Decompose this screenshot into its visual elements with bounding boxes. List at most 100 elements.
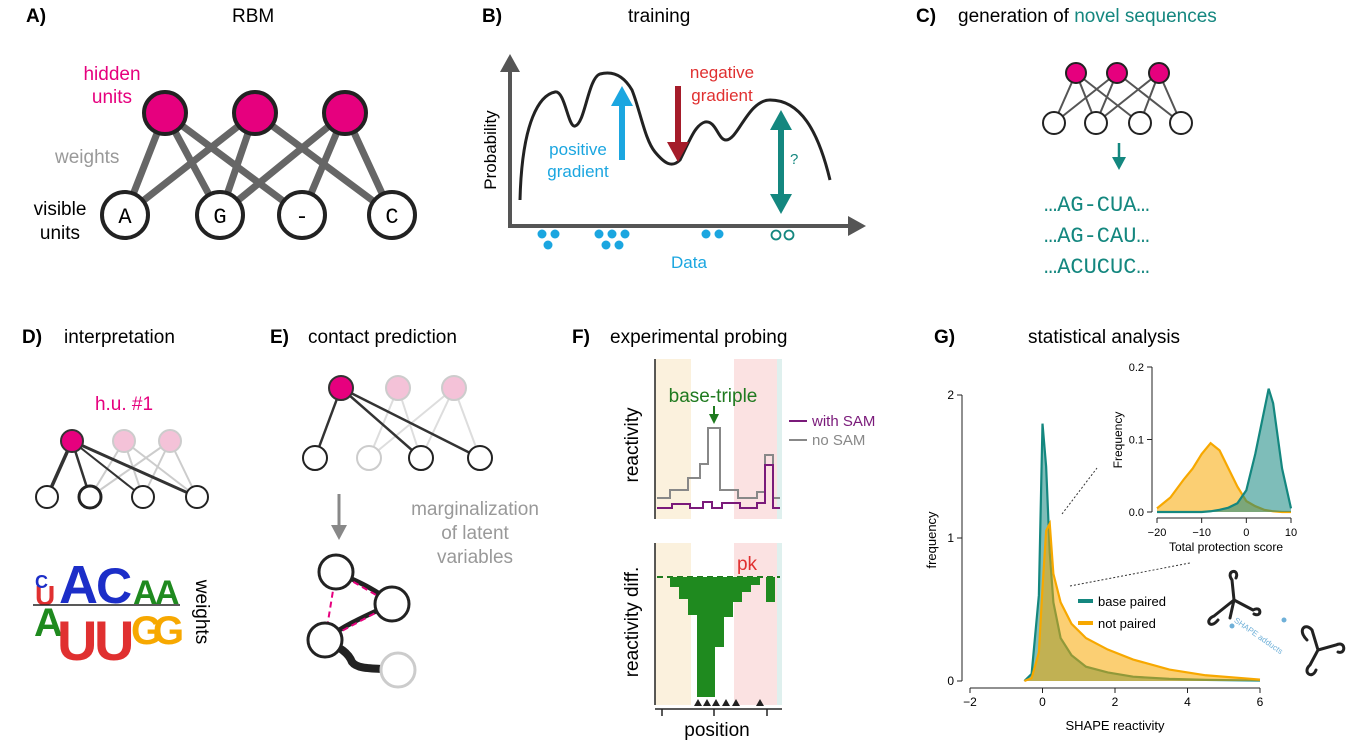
inset-ylabel: Frequency — [1111, 412, 1125, 469]
series-line — [1157, 388, 1293, 514]
panel-g-title: statistical analysis — [1028, 327, 1180, 348]
hidden-units-label: hidden — [83, 64, 140, 85]
b-x-label: Data — [671, 253, 707, 272]
visible-unit — [1128, 111, 1152, 135]
panel-b-title: training — [628, 6, 690, 27]
visible-unit-letter: C — [385, 205, 398, 230]
panel-e-letter: E) — [270, 327, 289, 348]
x-tick-label: 0 — [1243, 527, 1249, 539]
panel-f: F) experimental probing reactivity base-… — [572, 327, 875, 741]
visible-unit-letter: G — [213, 205, 226, 230]
visible-unit — [408, 445, 434, 471]
visible-unit — [302, 445, 328, 471]
visible-unit-letter: - — [295, 205, 308, 230]
visible-unit — [1169, 111, 1193, 135]
panel-g-letter: G) — [934, 327, 955, 348]
hidden-unit — [1148, 62, 1170, 84]
region-shade — [655, 359, 691, 519]
visible-unit — [467, 445, 493, 471]
svg-text:U: U — [35, 580, 55, 611]
uncertain-arrowhead-down — [770, 194, 792, 214]
panel-a-title: RBM — [232, 6, 274, 27]
generated-sequence: …AG-CUA… — [1044, 193, 1150, 218]
question-mark: ? — [790, 151, 798, 168]
svg-text:A: A — [133, 574, 158, 612]
hidden-unit-faded — [158, 429, 182, 453]
positive-gradient-label: positive — [549, 140, 607, 159]
f-bottom-ylabel: reactivity diff. — [622, 567, 643, 678]
legend-paired: base paired — [1098, 594, 1166, 609]
hidden-units-label: units — [92, 87, 132, 108]
visible-unit — [195, 190, 245, 240]
inset-connector — [1069, 562, 1191, 587]
panel-a-letter: A) — [26, 6, 46, 27]
panel-d-title: interpretation — [64, 327, 175, 348]
panel-d: D) interpretation h.u. #1 U C A A U C U — [22, 327, 212, 672]
panel-a: A) RBM A G - C hidden units weights visi… — [26, 6, 417, 244]
hidden-unit-faded — [112, 429, 136, 453]
main-ylabel: frequency — [924, 511, 939, 569]
base-triple-arrowhead — [709, 414, 719, 424]
positive-gradient-label: gradient — [547, 162, 609, 181]
panel-c: C) generation of novel sequences …AG-CUA… — [916, 6, 1217, 280]
panel-b-letter: B) — [482, 6, 502, 27]
visible-unit — [100, 190, 150, 240]
residue-node — [317, 553, 355, 591]
marginalization-label: variables — [437, 547, 513, 568]
region-shade — [655, 543, 691, 705]
rna-structure-icon — [1300, 625, 1346, 677]
negative-gradient-arrowhead — [667, 142, 689, 162]
hidden-unit-1-label: h.u. #1 — [95, 394, 153, 415]
b-x-arrowhead — [848, 216, 866, 236]
panel-f-letter: F) — [572, 327, 590, 348]
x-tick-label: 10 — [1285, 527, 1297, 539]
legend-with-sam: with SAM — [811, 413, 875, 430]
marginalization-label: of latent — [441, 523, 509, 544]
probability-curve — [518, 71, 832, 201]
weights-label: weights — [191, 579, 212, 644]
pk-label: pk — [737, 554, 758, 575]
shape-adducts-label: SHAPE adducts — [1232, 616, 1284, 656]
panel-f-title: experimental probing — [610, 327, 787, 348]
residue-node-faded — [379, 651, 417, 689]
residue-node — [373, 585, 411, 623]
generated-sequence: …ACUCUC… — [1044, 255, 1150, 280]
negative-gradient-label: negative — [690, 63, 754, 82]
main-histogram — [1023, 423, 1261, 683]
f-xlabel: position — [684, 720, 750, 741]
visible-unit — [77, 484, 103, 510]
svg-text:A: A — [34, 601, 63, 645]
series-area — [1157, 443, 1291, 512]
panel-e: E) contact prediction marginalization of… — [270, 327, 539, 689]
svg-text:C: C — [35, 572, 48, 592]
inset-connector — [1061, 467, 1098, 515]
visible-unit — [1042, 111, 1066, 135]
y-tick-label: 1 — [947, 531, 954, 545]
visible-unit — [277, 190, 327, 240]
visible-unit — [367, 190, 417, 240]
generated-sequence: …AG-CAU… — [1044, 224, 1150, 249]
uncertain-arrowhead-up — [770, 110, 792, 130]
svg-text:G: G — [131, 609, 162, 653]
y-tick-label: 0.0 — [1129, 507, 1144, 519]
with-sam-trace — [657, 464, 780, 509]
x-tick-label: 4 — [1184, 695, 1191, 709]
region-shade — [734, 543, 777, 705]
svg-text:U: U — [94, 609, 134, 672]
base-triple-label: base-triple — [669, 386, 758, 407]
panel-e-title: contact prediction — [308, 327, 457, 348]
main-xlabel: SHAPE reactivity — [1066, 718, 1165, 733]
x-tick-label: 0 — [1039, 695, 1046, 709]
visible-unit — [1084, 111, 1108, 135]
diff-bars — [670, 577, 775, 697]
region-shade — [777, 543, 782, 705]
sampling-arrowhead — [1112, 157, 1126, 170]
series-area — [1024, 523, 1260, 681]
marginalization-arrowhead — [331, 525, 347, 540]
x-tick-label: 6 — [1257, 695, 1264, 709]
inset-histogram — [1156, 388, 1293, 514]
